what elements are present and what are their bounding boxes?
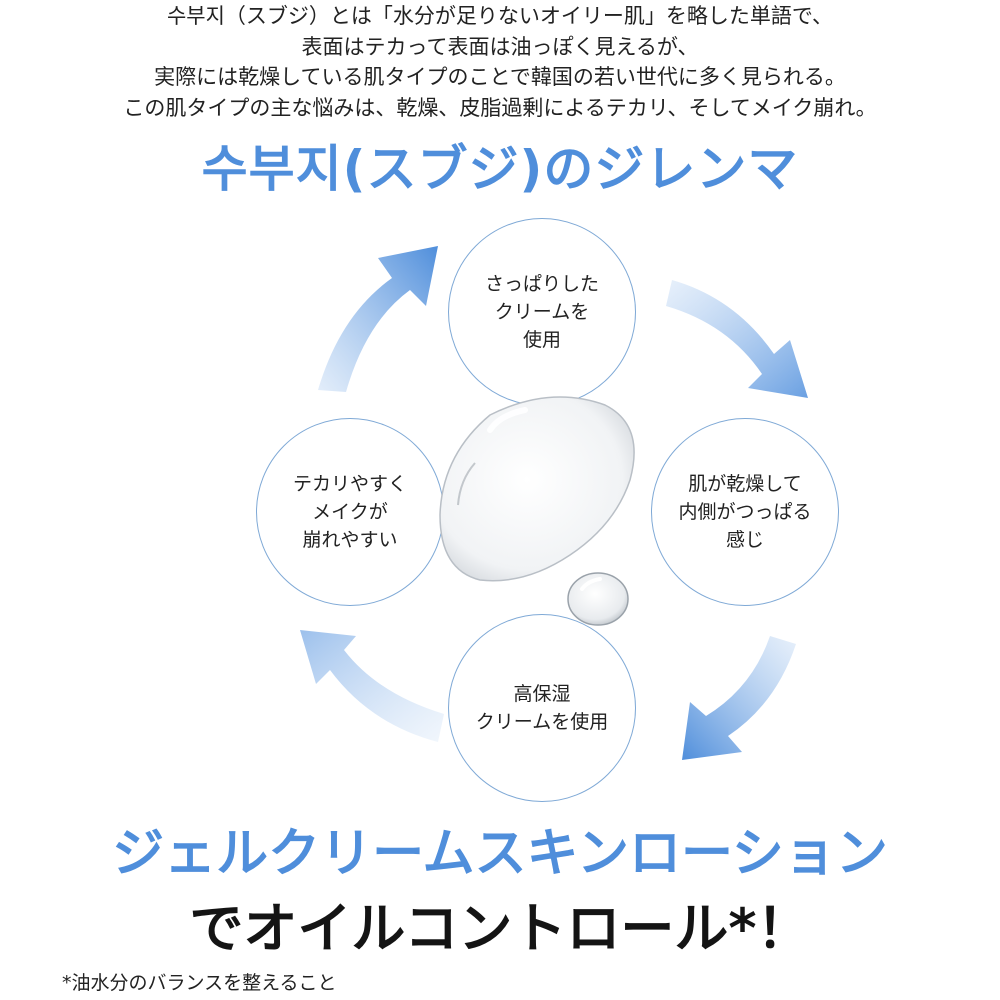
footnote: *油水分のバランスを整えること (62, 972, 337, 994)
headline-product: ジェルクリームスキンローション (112, 824, 888, 884)
cycle-step-bottom-label: 高保湿 クリームを使用 (475, 683, 609, 733)
cycle-step-top-label: さっぱりした クリームを 使用 (484, 273, 599, 351)
gel-drop-small (567, 572, 629, 626)
cycle-step-right: 肌が乾燥して 内側がつっぱる 感じ (651, 418, 839, 606)
dilemma-title: 수부지(スブジ)のジレンマ (201, 140, 799, 198)
gel-drop-large (439, 396, 635, 582)
intro-line-4: この肌タイプの主な悩みは、乾燥、皮脂過剰によるテカリ、そしてメイク崩れ。 (123, 96, 877, 120)
intro-line-3: 実際には乾燥している肌タイプのことで韓国の若い世代に多く見られる。 (154, 65, 846, 89)
arrow-bottom-right (682, 636, 796, 760)
cycle-step-right-label: 肌が乾燥して 内側がつっぱる 感じ (678, 473, 812, 551)
gel-drop-illustration (439, 396, 635, 626)
headline-oil-control: でオイルコントロール*！ (189, 897, 811, 960)
cycle-step-top: さっぱりした クリームを 使用 (448, 218, 636, 406)
arrow-top-right (666, 280, 808, 398)
cycle-step-left-label: テカリやすく メイクが 崩れやすい (292, 473, 407, 551)
cycle-step-bottom: 高保湿 クリームを使用 (448, 614, 636, 802)
intro-line-2: 表面はテカって表面は油っぽく見えるが、 (301, 35, 699, 59)
intro-line-1: 수부지（スブジ）とは「水分が足りないオイリー肌」を略した単語で、 (166, 4, 834, 28)
arrow-top-left (318, 246, 438, 392)
arrow-bottom-left (300, 630, 444, 742)
cycle-step-left: テカリやすく メイクが 崩れやすい (256, 418, 444, 606)
